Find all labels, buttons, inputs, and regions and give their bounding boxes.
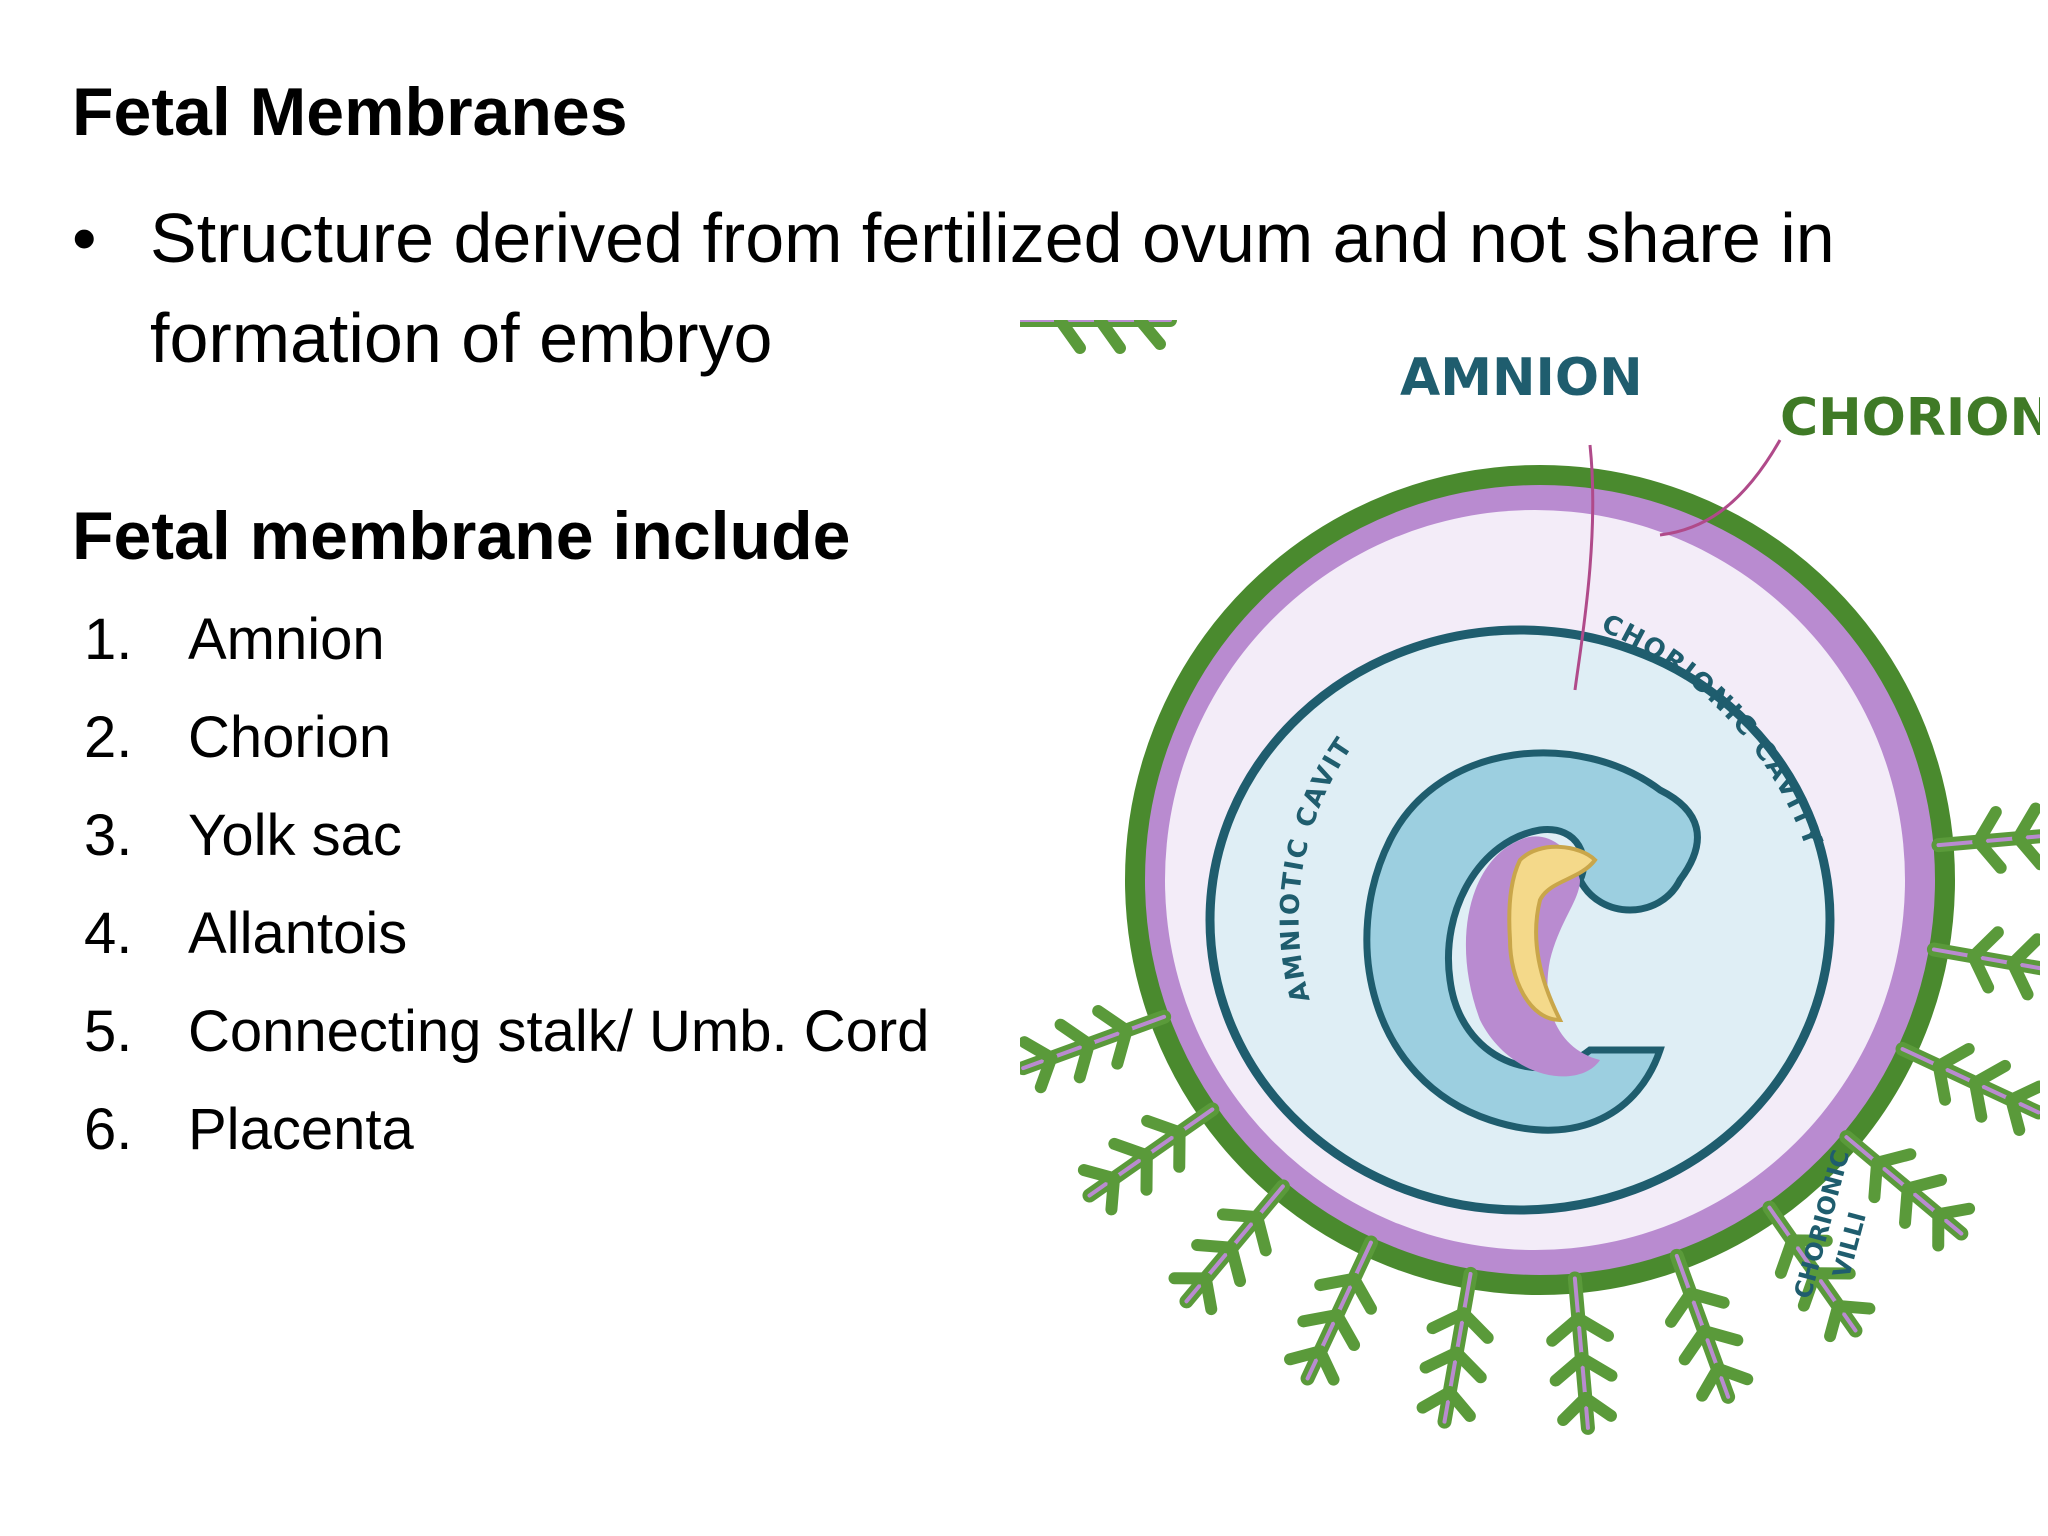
villus — [1020, 320, 1177, 354]
slide-title: Fetal Membranes — [72, 74, 628, 150]
list-number: 1. — [84, 607, 133, 672]
fetal-membranes-diagram: AMNION CHORION AMNIOTIC CAVITY CHORIONIC… — [1020, 320, 2040, 1440]
list-label: Placenta — [188, 1097, 414, 1162]
list-label: Amnion — [188, 607, 385, 672]
chorionic-villi — [1020, 320, 1177, 354]
chorion-label: CHORION — [1780, 388, 2040, 448]
list-number: 3. — [84, 803, 133, 868]
bullet-icon: • — [72, 199, 97, 277]
list-label: Yolk sac — [188, 803, 402, 868]
amnion-label: AMNION — [1400, 348, 1643, 408]
chorion-pointer-line — [1659, 439, 1782, 537]
bullet-text: Structure derived from fertilized ovum a… — [150, 199, 1835, 377]
list-number: 5. — [84, 999, 133, 1064]
list-label: Chorion — [188, 705, 392, 770]
list-number: 4. — [84, 901, 133, 966]
list-label: Connecting stalk/ Umb. Cord — [188, 999, 930, 1064]
amnion-pointer-line — [1573, 444, 1595, 691]
list-label: Allantois — [188, 901, 408, 966]
list-number: 2. — [84, 705, 133, 770]
list-number: 6. — [84, 1097, 133, 1162]
section-heading: Fetal membrane include — [72, 498, 851, 574]
yolk-structure — [1507, 844, 1598, 1023]
